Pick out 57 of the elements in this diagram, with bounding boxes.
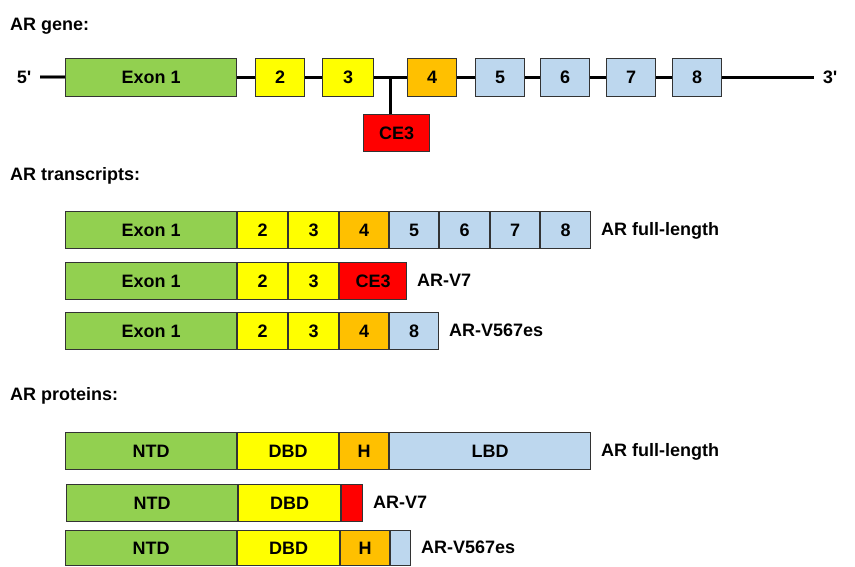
segment-box: 5 <box>389 211 439 249</box>
variant-label: AR-V567es <box>449 320 544 341</box>
segment-box: DBD <box>237 530 340 566</box>
end-label: 3' <box>818 66 842 88</box>
section-heading: AR gene: <box>10 14 90 35</box>
segment-box: H <box>339 432 389 470</box>
segment-box: 4 <box>407 58 457 97</box>
segment-box: NTD <box>66 484 238 522</box>
gene-line <box>305 76 322 79</box>
gene-line <box>40 76 65 78</box>
segment-box: NTD <box>65 432 237 470</box>
segment-bar <box>390 530 411 566</box>
section-heading: AR transcripts: <box>10 164 140 185</box>
gene-line <box>656 76 672 79</box>
variant-label: AR full-length <box>601 219 719 240</box>
end-label: 5' <box>12 66 36 88</box>
segment-box: DBD <box>238 484 341 522</box>
segment-box: Exon 1 <box>65 312 237 350</box>
variant-label: AR-V567es <box>421 537 516 558</box>
section-heading: AR proteins: <box>10 384 118 405</box>
segment-box: 2 <box>237 312 288 350</box>
segment-box: Exon 1 <box>65 211 237 249</box>
variant-label: AR-V7 <box>417 270 472 291</box>
segment-box: 3 <box>288 312 339 350</box>
segment-box: 6 <box>540 58 590 97</box>
segment-box: 5 <box>475 58 525 97</box>
segment-box: DBD <box>237 432 339 470</box>
segment-box: 8 <box>389 312 439 350</box>
gene-line <box>237 76 255 79</box>
segment-box: CE3 <box>339 262 407 300</box>
variant-label: AR full-length <box>601 440 719 461</box>
segment-box: 3 <box>322 58 374 97</box>
segment-box: Exon 1 <box>65 58 237 97</box>
gene-line <box>457 76 475 79</box>
gene-line <box>590 76 606 79</box>
gene-line <box>525 76 540 79</box>
segment-box: 4 <box>339 211 389 249</box>
segment-box: NTD <box>65 530 237 566</box>
segment-bar <box>341 484 363 522</box>
gene-line <box>374 76 392 114</box>
gene-line <box>722 76 814 79</box>
segment-box: CE3 <box>363 114 430 152</box>
segment-box: 7 <box>606 58 656 97</box>
variant-label: AR-V7 <box>373 492 428 513</box>
segment-box: 6 <box>439 211 490 249</box>
segment-box: 8 <box>672 58 722 97</box>
segment-box: 2 <box>237 262 288 300</box>
segment-box: 7 <box>490 211 540 249</box>
segment-box: 2 <box>255 58 305 97</box>
segment-box: 4 <box>339 312 389 350</box>
segment-box: 8 <box>540 211 591 249</box>
segment-box: 3 <box>288 262 339 300</box>
segment-box: Exon 1 <box>65 262 237 300</box>
segment-box: 2 <box>237 211 288 249</box>
segment-box: 3 <box>288 211 339 249</box>
segment-box: H <box>340 530 390 566</box>
segment-box: LBD <box>389 432 591 470</box>
